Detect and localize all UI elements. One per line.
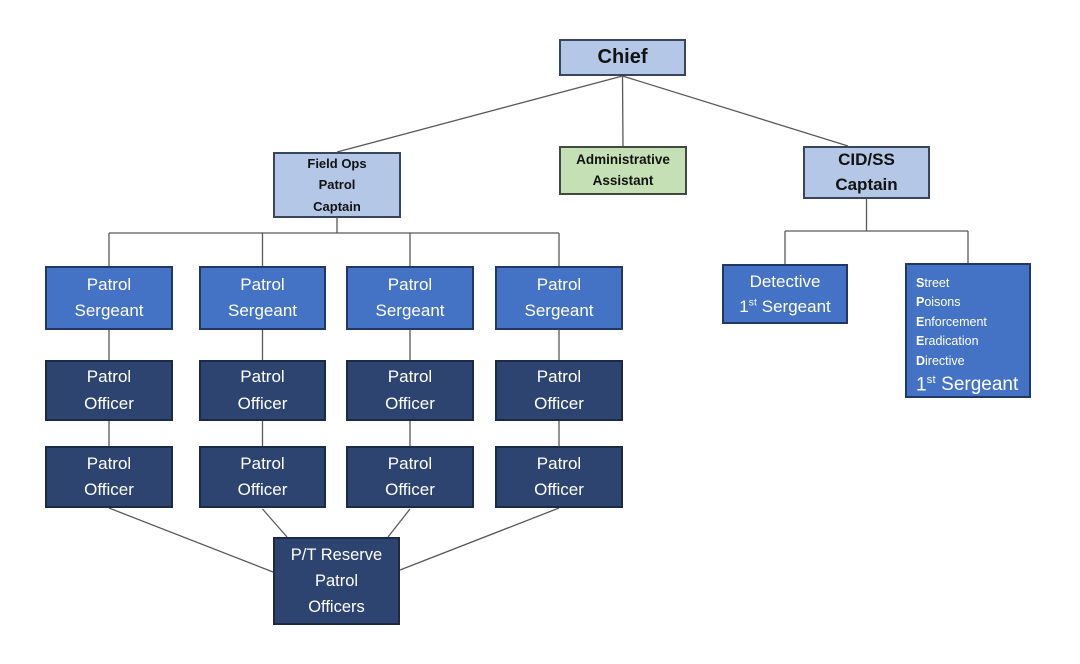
detective-rank-ordinal: st [748,297,758,309]
patrol-sergeant-1-line1: Patrol [86,274,132,294]
speed-directive-initial: D [916,353,926,368]
patrol-officer-4a-line2: Officer [534,393,584,413]
cidss-line1: CID/SS [838,149,895,169]
admin-line2: Assistant [592,172,654,188]
connector-officer3-reserve [387,508,411,538]
patrol-officer-3a-line1: Patrol [387,367,433,387]
patrol-officer-2a-line2: Officer [237,393,288,413]
patrol-officer-1b-line2: Officer [84,480,134,499]
chief-label: Chief [597,46,648,68]
patrol-sergeant-3-box: Patrol Sergeant [346,266,474,330]
patrol-sergeant-1-line2: Sergeant [74,301,144,320]
speed-directive-rest: irective [925,353,965,368]
speed-poisons-initial: P [916,295,925,310]
patrol-sergeant-4-line2: Sergeant [524,301,594,320]
speed-line-street: Street [916,274,949,293]
connector-officer1-reserve [108,507,274,573]
admin-line1: Administrative [576,152,670,168]
connector-chief-admin [621,75,624,147]
chief-box: Chief [559,39,686,76]
reserve-line3: Officers [308,598,365,617]
patrol-officer-3b-line1: Patrol [387,453,433,473]
patrol-officer-2a-box: Patrol Officer [199,360,326,421]
speed-line-eradication: Eradication [916,332,979,351]
patrol-sergeant-2-line1: Patrol [240,274,285,294]
connector-chief-fieldops [336,75,623,153]
detective-rank-number: 1 [739,297,749,316]
patrol-sergeant-4-box: Patrol Sergeant [495,266,623,330]
administrative-assistant-box: Administrative Assistant [559,146,687,195]
detective-line1: Detective [749,271,821,291]
connector-chief-cidss [622,75,849,147]
reserve-line2: Patrol [314,571,359,590]
patrol-officer-1a-line1: Patrol [86,367,132,387]
speed-rank-line: 1st Sergeant [916,374,1018,396]
patrol-officer-4b-line1: Patrol [536,453,582,473]
speed-enforcement-initial: E [916,314,925,329]
speed-line-poisons: Poisons [916,293,960,312]
connector-officer2-reserve [262,508,288,538]
patrol-officer-1b-box: Patrol Officer [45,446,173,508]
cidss-line2: Captain [835,174,898,194]
patrol-sergeant-2-line2: Sergeant [228,301,297,320]
speed-rank-ordinal: st [926,373,936,386]
detective-rank-title: Sergeant [761,297,831,316]
speed-poisons-rest: oisons [924,295,961,310]
speed-first-sergeant-box: Street Poisons Enforcement Eradication D… [905,263,1031,398]
patrol-sergeant-4-line1: Patrol [536,274,582,294]
patrol-officer-1a-box: Patrol Officer [45,360,173,421]
patrol-officer-4b-line2: Officer [534,480,584,499]
speed-enforcement-rest: nforcement [924,314,987,329]
patrol-officer-3b-line2: Officer [385,480,435,499]
patrol-officer-3b-box: Patrol Officer [346,446,474,508]
patrol-officer-1b-line1: Patrol [86,453,132,473]
patrol-sergeant-3-line2: Sergeant [375,301,445,320]
patrol-officer-1a-line2: Officer [84,393,134,413]
speed-rank-number: 1 [916,374,927,396]
patrol-officer-2a-line1: Patrol [240,367,285,387]
speed-eradication-initial: E [916,334,925,349]
connector-officer4-reserve [399,507,560,571]
patrol-officer-2b-line1: Patrol [240,453,285,473]
patrol-officer-2b-box: Patrol Officer [199,446,326,508]
speed-rank-title: Sergeant [941,374,1019,396]
patrol-officer-3a-box: Patrol Officer [346,360,474,421]
patrol-officer-4b-box: Patrol Officer [495,446,623,508]
field-ops-line1: Field Ops [307,156,367,172]
speed-eradication-rest: radication [924,334,979,349]
field-ops-line2: Patrol [318,177,356,193]
patrol-sergeant-3-line1: Patrol [387,274,433,294]
field-ops-patrol-captain-box: Field Ops Patrol Captain [273,152,401,218]
pt-reserve-patrol-officers-box: P/T Reserve Patrol Officers [273,537,400,625]
field-ops-line3: Captain [313,198,361,214]
cid-ss-captain-box: CID/SS Captain [803,146,930,199]
speed-street-rest: treet [924,276,950,290]
speed-line-enforcement: Enforcement [916,313,987,332]
speed-line-directive: Directive [916,352,965,371]
patrol-officer-3a-line2: Officer [385,393,435,413]
patrol-officer-2b-line2: Officer [237,480,288,499]
patrol-sergeant-1-box: Patrol Sergeant [45,266,173,330]
reserve-line1: P/T Reserve [290,545,383,564]
patrol-officer-4a-box: Patrol Officer [495,360,623,421]
speed-street-initial: S [916,276,925,290]
patrol-sergeant-2-box: Patrol Sergeant [199,266,326,330]
patrol-officer-4a-line1: Patrol [536,367,582,387]
